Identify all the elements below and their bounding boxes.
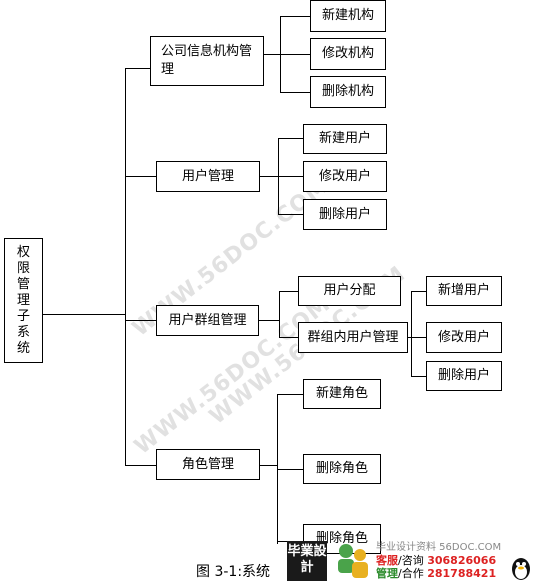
- ad-people-icon: [338, 544, 368, 578]
- node-user-child: 删除用户: [303, 199, 387, 230]
- node-company-child: 新建机构: [310, 0, 386, 32]
- node-group-sub: 修改用户: [426, 322, 502, 353]
- node-user: 用户管理: [156, 161, 260, 192]
- node-company-child: 修改机构: [310, 38, 386, 70]
- node-group-sub: 删除用户: [426, 361, 502, 391]
- root-char: 系: [16, 324, 30, 340]
- figure-caption: 图 3-1:系统: [196, 564, 271, 580]
- node-group: 用户群组管理: [156, 305, 259, 336]
- ad-line2-num: 281788421: [427, 567, 497, 580]
- node-group-child: 群组内用户管理: [298, 322, 408, 353]
- root-char: 统: [16, 340, 30, 356]
- ad-line1: 客服/咨询 306826066: [376, 554, 526, 567]
- root-node: 权 限 管 理 子 系 统: [4, 238, 43, 363]
- ad-line2: 管理/合作 281788421: [376, 567, 526, 580]
- ad-line2-a: 管理: [376, 567, 398, 580]
- ad-line2-b: /合作: [398, 567, 424, 580]
- root-char: 理: [16, 292, 30, 308]
- node-role-child: 新建角色: [303, 379, 381, 409]
- node-group-child: 用户分配: [298, 276, 401, 306]
- root-char: 限: [16, 260, 30, 276]
- root-char: 管: [16, 276, 30, 292]
- ad-line1-a: 客服: [376, 554, 398, 567]
- penguin-icon: [512, 558, 530, 580]
- ad-logo: 毕業設計: [287, 541, 327, 581]
- node-role-child: 删除角色: [303, 454, 381, 484]
- node-role: 角色管理: [156, 449, 260, 480]
- root-char: 权: [16, 244, 30, 260]
- ad-text: 毕业设计资料 56DOC.COM 客服/咨询 306826066 管理/合作 2…: [376, 541, 526, 580]
- root-char: 子: [16, 308, 30, 324]
- ad-site: 毕业设计资料 56DOC.COM: [376, 542, 502, 553]
- node-group-sub: 新增用户: [426, 276, 502, 306]
- node-user-child: 新建用户: [303, 124, 387, 154]
- node-user-child: 修改用户: [303, 161, 387, 192]
- ad-line1-num: 306826066: [427, 554, 497, 567]
- node-company: 公司信息机构管理: [150, 36, 264, 86]
- ad-line1-b: /咨询: [398, 554, 424, 567]
- node-company-child: 删除机构: [310, 76, 386, 108]
